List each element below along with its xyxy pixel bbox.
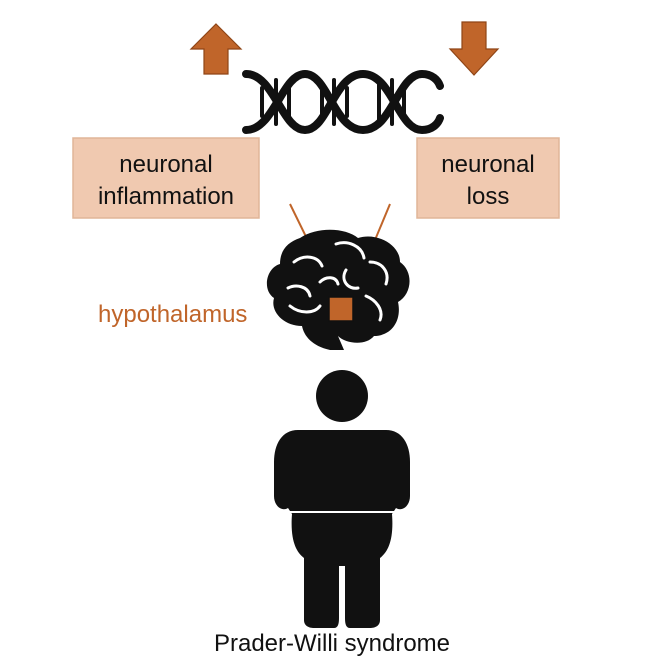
- arrow-up-icon: [189, 23, 243, 75]
- person-silhouette-icon: [274, 370, 410, 628]
- neuronal-inflammation-box: neuronal inflammation: [72, 137, 260, 219]
- hypothalamus-marker: [328, 296, 354, 322]
- dna-helix-icon: [242, 69, 444, 135]
- diagram-caption: Prader-Willi syndrome: [214, 630, 450, 657]
- hypothalamus-label: hypothalamus: [98, 301, 247, 328]
- neuronal-loss-box: neuronal loss: [416, 137, 560, 219]
- arrow-down-icon: [448, 21, 500, 76]
- neuronal-inflammation-line1: neuronal: [119, 151, 212, 178]
- neuronal-inflammation-line2: inflammation: [98, 183, 234, 210]
- brain-icon: [266, 229, 410, 350]
- neuronal-loss-line1: neuronal: [441, 151, 534, 178]
- neuronal-loss-line2: loss: [467, 183, 510, 210]
